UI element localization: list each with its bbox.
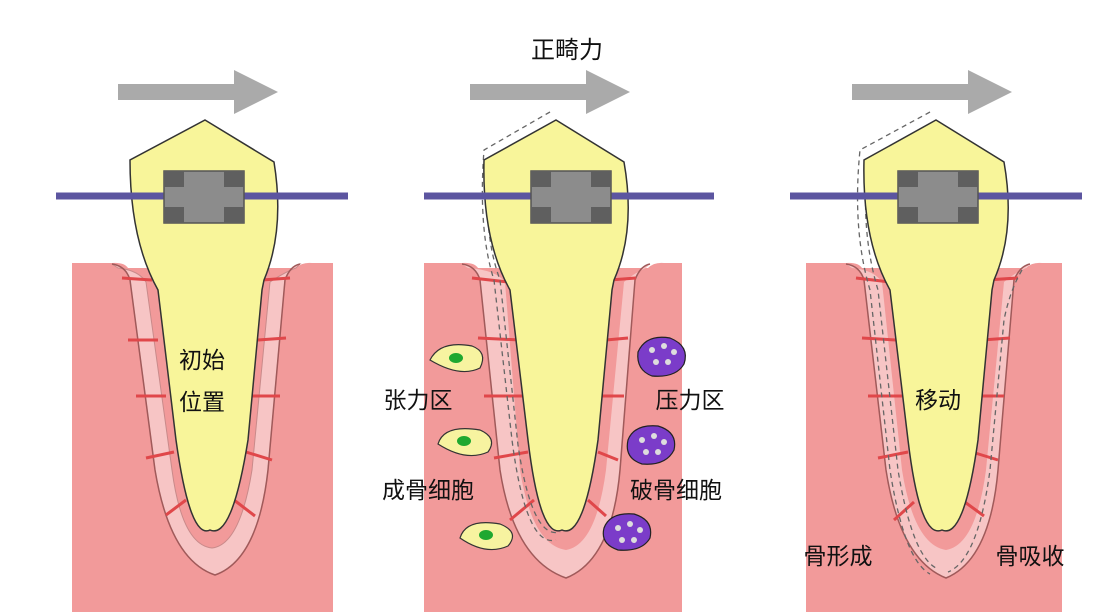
initial-label-line1: 初始 — [179, 348, 225, 374]
ligament-fibers — [121, 276, 291, 518]
panel-moved: 移动 骨形成 骨吸收 — [790, 70, 1082, 612]
bone-resorption-label: 骨吸收 — [996, 544, 1065, 570]
osteoclast-cell — [626, 425, 676, 465]
initial-label-line2: 位置 — [179, 390, 225, 416]
bone-formation-label: 骨形成 — [804, 544, 873, 570]
periodontal-ligament — [462, 264, 650, 578]
arrow-icon — [118, 70, 278, 114]
osteoblast-cell — [437, 428, 493, 457]
compression-zone-label: 压力区 — [656, 388, 725, 414]
bracket-icon — [530, 170, 612, 224]
panel-initial: 初始 位置 — [56, 70, 348, 612]
bracket-icon — [897, 170, 979, 224]
osteoblast-label: 成骨细胞 — [382, 478, 474, 504]
panel-force: 张力区 压力区 成骨细胞 破骨细胞 — [382, 70, 725, 612]
original-position-outline — [481, 111, 557, 542]
moved-label: 移动 — [915, 388, 961, 414]
osteoclast-cell — [602, 513, 652, 551]
original-position-outline — [856, 111, 931, 575]
osteoblast-cell — [459, 522, 514, 551]
bracket-icon — [163, 170, 245, 224]
tension-zone-label: 张力区 — [384, 388, 453, 414]
osteoclast-cell — [637, 336, 686, 377]
ligament-fibers — [471, 276, 637, 522]
force-title: 正畸力 — [531, 36, 603, 64]
arrow-icon — [470, 70, 630, 114]
arrow-icon — [852, 70, 1012, 114]
osteoblast-cell — [429, 344, 484, 373]
osteoclast-label: 破骨细胞 — [630, 478, 722, 504]
